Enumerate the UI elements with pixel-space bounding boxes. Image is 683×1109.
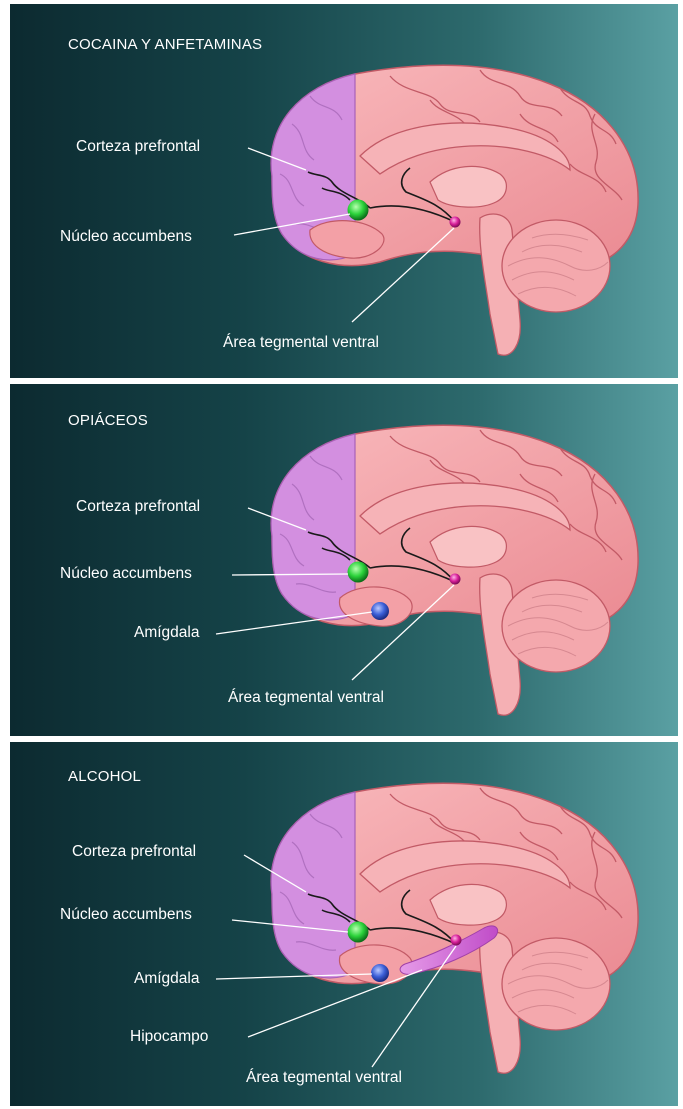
label-ventral-tegmental-area: Área tegmental ventral (246, 1069, 402, 1087)
label-amygdala: Amígdala (134, 970, 199, 988)
label-ventral-tegmental-area: Área tegmental ventral (228, 689, 384, 707)
panel-title: ALCOHOL (68, 768, 141, 785)
nucleus-accumbens-marker (348, 922, 369, 943)
brain-cortex (271, 425, 638, 715)
vta-marker (450, 217, 461, 228)
label-prefrontal-cortex: Corteza prefrontal (76, 138, 200, 156)
brain-diagram (10, 4, 678, 378)
nucleus-accumbens-marker (348, 562, 369, 583)
brain-cortex (271, 783, 638, 1073)
panel-cocaine-amphetamines: COCAINA Y ANFETAMINAS Corteza prefrontal… (10, 4, 678, 378)
panel-alcohol: ALCOHOL Corteza prefrontal Núcleo accumb… (10, 742, 678, 1106)
label-nucleus-accumbens: Núcleo accumbens (60, 906, 192, 924)
vta-marker (450, 574, 461, 585)
panel-opiates: OPIÁCEOS Corteza prefrontal Núcleo accum… (10, 384, 678, 736)
amygdala-marker (371, 602, 389, 620)
label-nucleus-accumbens: Núcleo accumbens (60, 228, 192, 246)
brain-diagram (10, 384, 678, 736)
label-prefrontal-cortex: Corteza prefrontal (76, 498, 200, 516)
label-ventral-tegmental-area: Área tegmental ventral (223, 334, 379, 352)
label-nucleus-accumbens: Núcleo accumbens (60, 565, 192, 583)
brain-diagram (10, 742, 678, 1106)
label-hippocampus: Hipocampo (130, 1028, 208, 1046)
nucleus-accumbens-marker (348, 200, 369, 221)
vta-marker (451, 935, 462, 946)
amygdala-marker (371, 964, 389, 982)
brain-cortex (271, 65, 638, 355)
panel-title: COCAINA Y ANFETAMINAS (68, 36, 262, 53)
label-prefrontal-cortex: Corteza prefrontal (72, 843, 196, 861)
panel-title: OPIÁCEOS (68, 412, 148, 429)
label-amygdala: Amígdala (134, 624, 199, 642)
